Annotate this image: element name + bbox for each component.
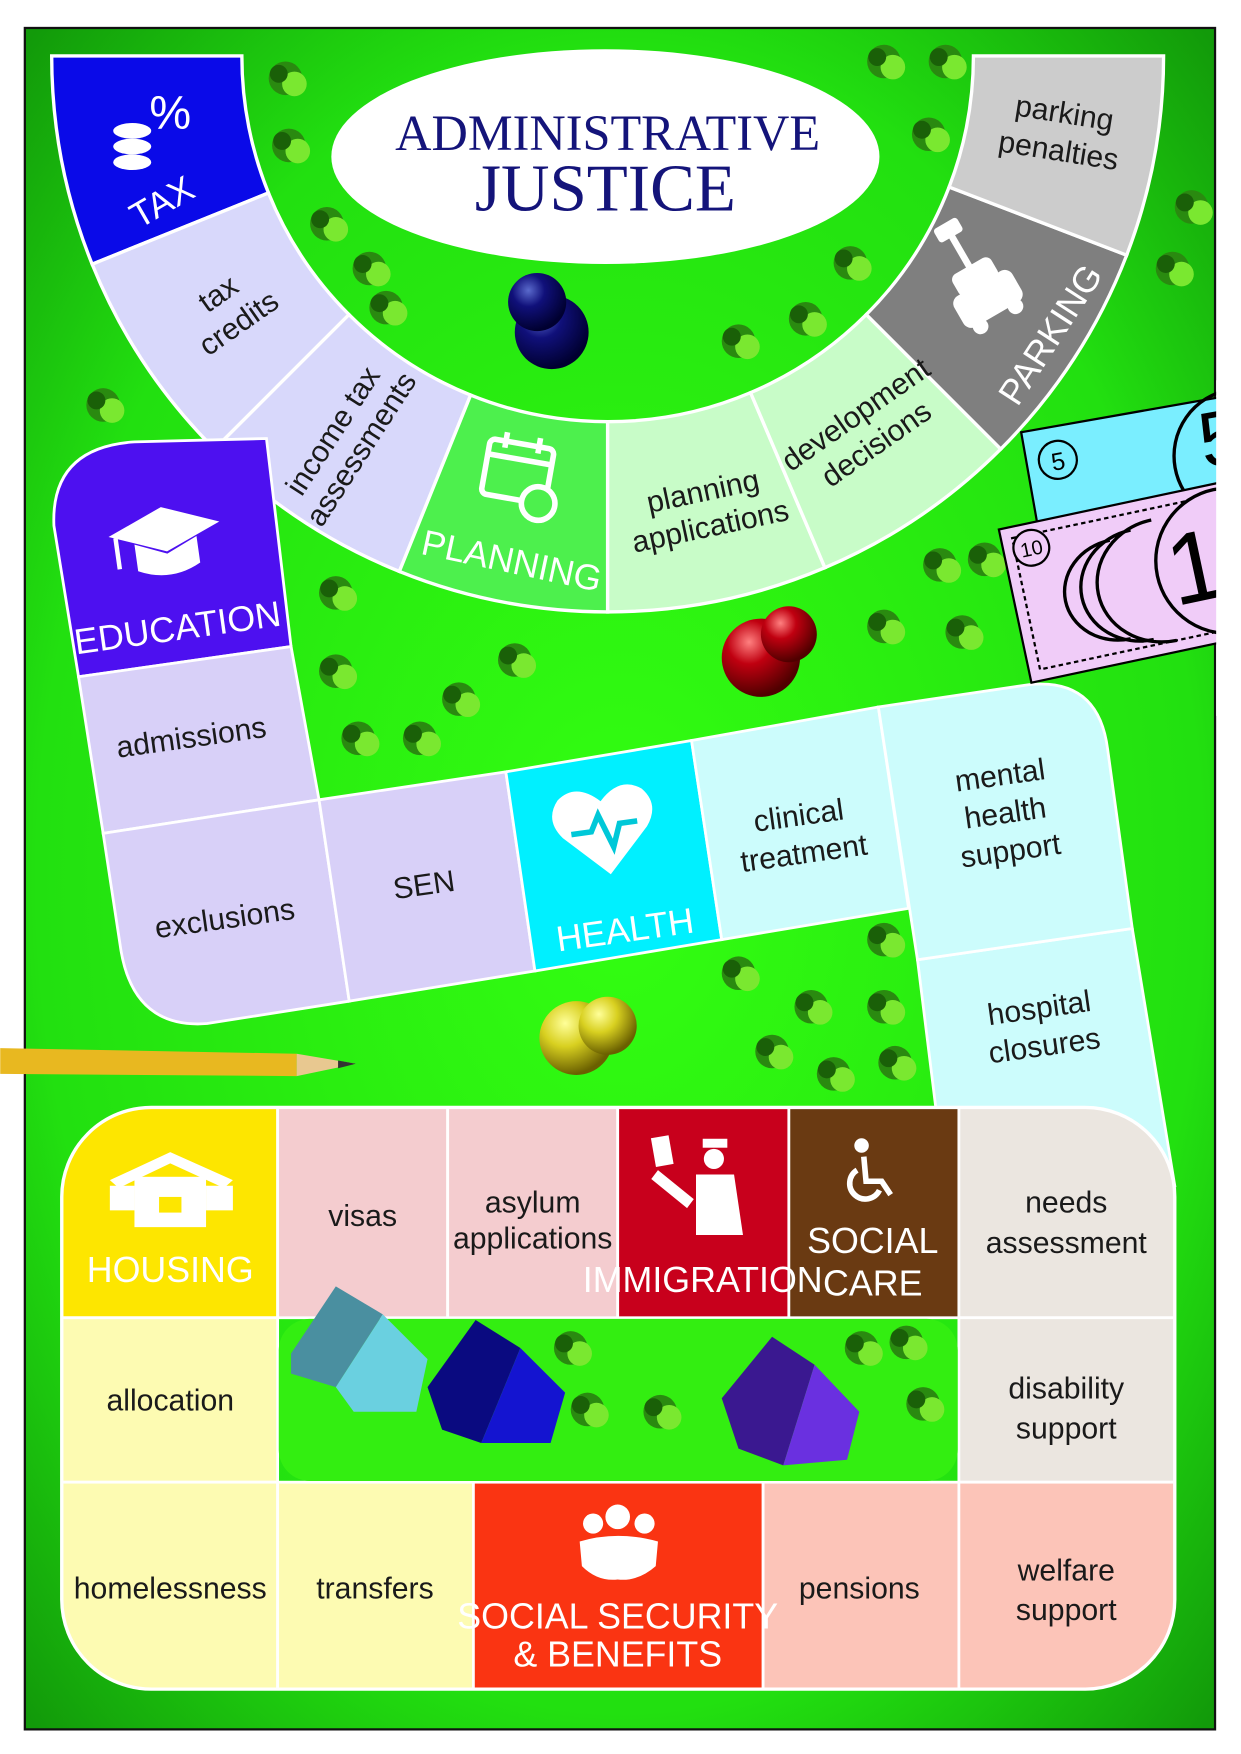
coins-percent-icon: %: [113, 86, 191, 171]
bush: [1174, 190, 1213, 225]
space-parking-penalties: [946, 54, 1166, 258]
bush: [794, 989, 833, 1025]
bush: [721, 956, 760, 992]
bush: [867, 44, 906, 80]
bush: [721, 324, 760, 360]
bush: [867, 609, 906, 645]
wheelchair-icon: [846, 1138, 893, 1202]
label-immigration: IMMIGRATION: [583, 1260, 823, 1300]
bush: [570, 1392, 609, 1428]
top-ring-track: [50, 54, 1166, 614]
immigration-officer-icon: [650, 1135, 743, 1235]
bushes: [86, 44, 1213, 1092]
bush: [878, 1045, 917, 1081]
bush: [341, 721, 380, 757]
inner-bushes: [553, 1325, 945, 1430]
space-allocation: [61, 1316, 280, 1484]
pencil: [0, 1048, 356, 1077]
bush: [906, 1387, 945, 1422]
house-piece-teal: [291, 1286, 428, 1412]
graduation-cap-icon: [108, 507, 220, 576]
middle-track: [52, 437, 1177, 1188]
bush: [923, 548, 962, 583]
bush: [268, 61, 307, 97]
bush: [945, 615, 984, 650]
bush: [788, 302, 827, 337]
bush: [369, 290, 408, 326]
bush: [867, 989, 906, 1025]
bush: [816, 1057, 855, 1092]
svg-text:10: 10: [1018, 536, 1044, 562]
svg-text:5: 5: [1049, 448, 1067, 477]
bush: [911, 117, 950, 153]
bush: [889, 1325, 928, 1361]
house-piece-navy: [427, 1319, 566, 1444]
title-line-1: ADMINISTRATIVE: [395, 105, 820, 161]
bush: [352, 251, 391, 287]
space-welfare-support: [957, 1480, 1175, 1690]
title-line-2: JUSTICE: [475, 150, 736, 225]
bush: [402, 721, 441, 757]
bush: [1155, 251, 1194, 287]
bush: [310, 206, 349, 242]
label-allocation: allocation: [106, 1385, 234, 1418]
space-pensions: [761, 1480, 961, 1690]
space-visas: [276, 1107, 450, 1320]
bush: [319, 576, 358, 611]
bush: [498, 643, 537, 678]
svg-text:%: %: [149, 86, 191, 139]
bottom-track: [61, 1107, 1175, 1690]
pawn-navy: [508, 272, 589, 370]
pawn-red: [721, 606, 817, 697]
space-exclusions: [101, 798, 351, 1026]
label-visas: visas: [328, 1200, 397, 1233]
bush: [272, 128, 311, 164]
label-transfers: transfers: [316, 1573, 433, 1606]
bush: [928, 44, 967, 80]
bush: [833, 246, 872, 281]
space-social-care: [787, 1107, 961, 1320]
calendar-icon: [478, 431, 558, 524]
space-asylum-applications: [446, 1107, 620, 1320]
bush: [319, 654, 358, 690]
title-badge: ADMINISTRATIVE JUSTICE: [331, 49, 880, 264]
bush: [553, 1331, 592, 1366]
label-social-security: SOCIAL SECURITY& BENEFITS: [457, 1597, 778, 1675]
bush: [844, 1331, 883, 1366]
label-housing: HOUSING: [87, 1250, 254, 1290]
space-mental-health-support: [876, 682, 1134, 962]
bush: [755, 1034, 794, 1070]
heart-pulse-icon: [552, 784, 653, 875]
house-piece-purple: [721, 1336, 860, 1466]
bush: [867, 922, 906, 958]
car-towing-icon: [933, 217, 1024, 335]
space-homelessness: [61, 1480, 280, 1690]
family-icon: [579, 1504, 658, 1580]
label-homelessness: homelessness: [74, 1573, 267, 1606]
bush: [442, 682, 481, 718]
space-disability-support: [957, 1316, 1175, 1484]
bush: [643, 1394, 682, 1430]
house-icon: [109, 1152, 233, 1228]
bush: [86, 388, 125, 423]
label-pensions: pensions: [799, 1573, 920, 1606]
pawn-yellow: [539, 996, 637, 1075]
bush: [967, 542, 1006, 578]
